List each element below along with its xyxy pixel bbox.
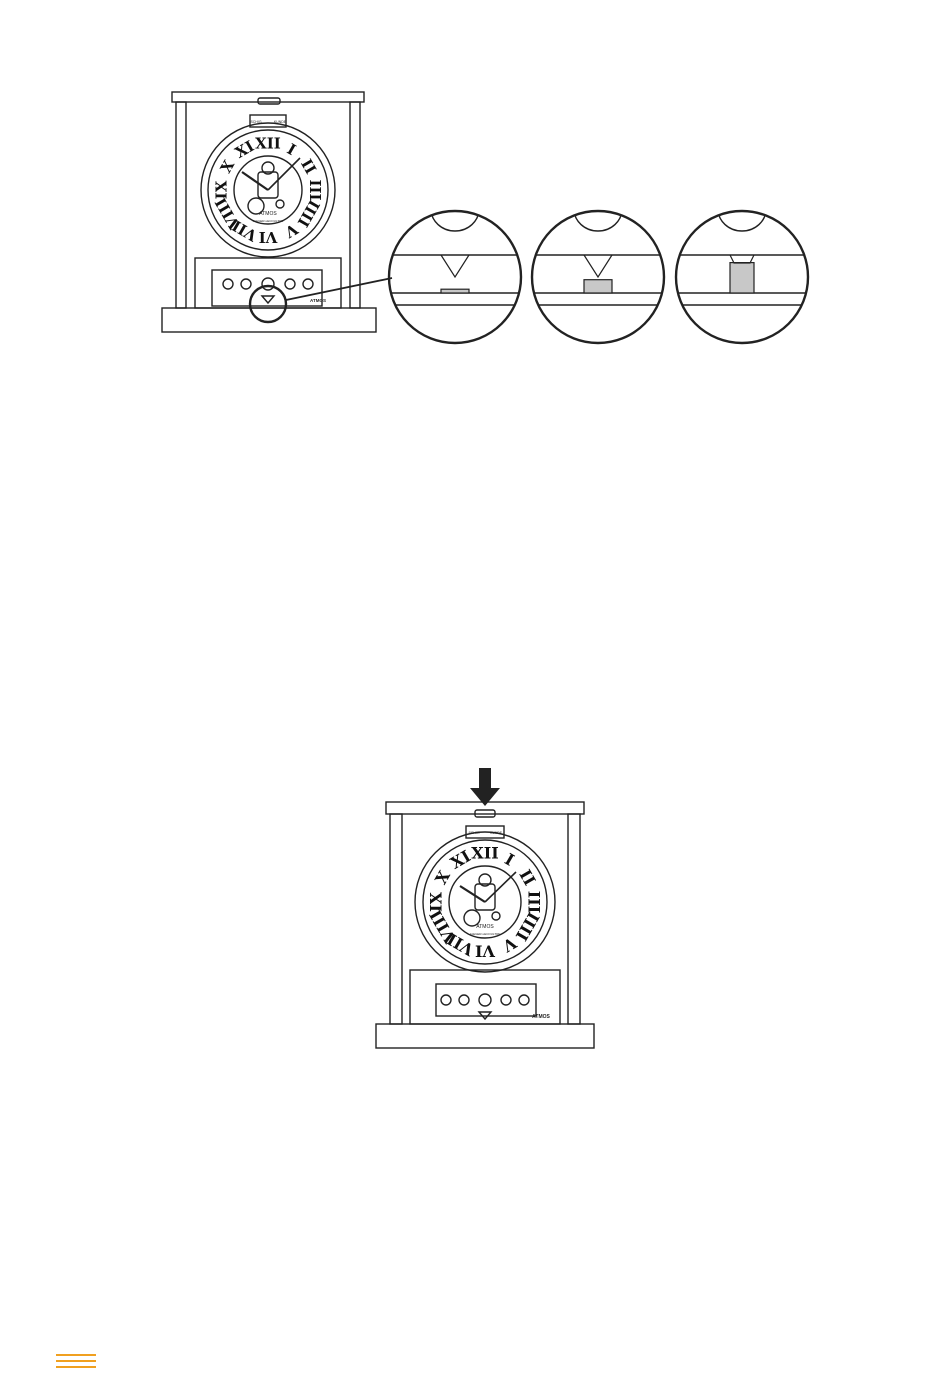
dial-numeral: I <box>284 140 299 159</box>
gauge-pointer <box>441 255 469 277</box>
top-selector-right: KUNDE <box>274 120 287 124</box>
dial-numeral: II <box>515 866 539 888</box>
top-base-brand: ATMOS <box>310 298 326 303</box>
right-post-2 <box>568 814 580 1024</box>
dial-numeral: I <box>501 850 517 870</box>
dial-numeral: II <box>297 156 320 177</box>
dial-numeral: IIII <box>294 197 324 230</box>
gauge-level-bar <box>584 280 612 293</box>
top-selector-left: SCHIG <box>250 120 261 124</box>
dial-numeral: XI <box>232 137 257 162</box>
regulator-button <box>258 98 280 104</box>
dial-numeral: IIII <box>512 909 543 944</box>
bottom-selector-left: SCHIG <box>468 831 479 835</box>
gauge-view <box>532 209 664 343</box>
bottom-dial-small-text: JAEGER-LECOULTRE <box>470 932 501 936</box>
left-post-2 <box>390 814 402 1024</box>
gauge-view <box>676 209 808 343</box>
plinth-2 <box>376 1024 594 1048</box>
dial-numeral: X <box>431 867 454 888</box>
dial-numeral: VI <box>475 941 496 960</box>
left-post <box>176 102 186 308</box>
dial-numeral: IX <box>212 180 230 199</box>
gauge-level-bar <box>441 289 469 293</box>
gauge-views <box>389 209 808 343</box>
dial-numeral: XII <box>255 134 281 152</box>
dial-numeral: VI <box>259 228 279 246</box>
gauge-view <box>389 209 521 343</box>
bottom-selector-right: KUNDE <box>490 831 503 835</box>
bottom-base-brand: ATMOS <box>532 1014 550 1020</box>
cabinet-top <box>172 92 364 102</box>
plinth <box>162 308 376 332</box>
top-brand-label: ATMOS <box>259 211 277 217</box>
top-dial-small-text: JAEGER-LECOULTRE <box>253 219 284 223</box>
bottom-brand-label: ATMOS <box>476 924 494 930</box>
dial-numeral: X <box>217 157 239 176</box>
right-post <box>350 102 360 308</box>
dial-numeral: IX <box>427 891 446 911</box>
down-arrow-icon <box>470 768 500 806</box>
dial-numeral: XII <box>471 844 498 863</box>
menu-lines-icon <box>56 1354 96 1370</box>
gauge-level-bar <box>730 263 754 293</box>
gauge-pointer <box>584 255 612 277</box>
